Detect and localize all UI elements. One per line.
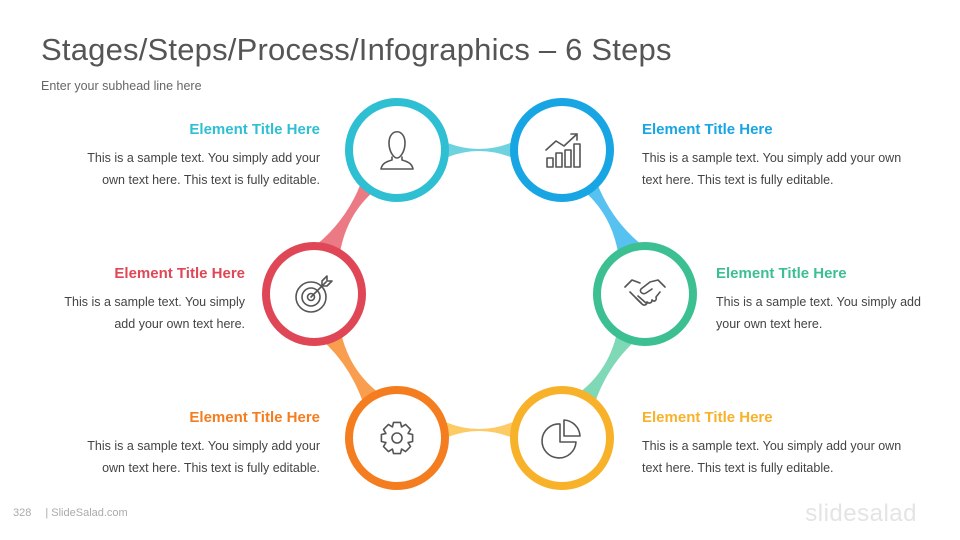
step-2-body: This is a sample text. You simply add yo… (642, 151, 902, 187)
step-5-title: Element Title Here (189, 409, 320, 426)
step-4-node (510, 386, 614, 490)
step-1-body: This is a sample text. You simply add yo… (87, 151, 320, 187)
pie-chart-icon (541, 419, 581, 459)
step-4-ring (510, 386, 614, 490)
slide-subtitle: Enter your subhead line here (41, 79, 202, 93)
step-4-body: This is a sample text. You simply add yo… (642, 439, 902, 475)
step-4-text: Element Title Here This is a sample text… (642, 409, 912, 479)
gear-icon (380, 421, 414, 455)
step-2-text: Element Title Here This is a sample text… (642, 121, 912, 191)
step-3-title: Element Title Here (716, 265, 847, 282)
footer: 328 | SlideSalad.com (13, 507, 128, 519)
footer-site: | SlideSalad.com (45, 507, 128, 519)
step-1-ring (345, 98, 449, 202)
step-3-text: Element Title Here This is a sample text… (716, 265, 931, 335)
step-2-node (510, 98, 614, 202)
step-3-body: This is a sample text. You simply add yo… (716, 295, 921, 331)
step-5-body: This is a sample text. You simply add yo… (87, 439, 320, 475)
bar-chart-growth-icon (545, 133, 581, 168)
step-3-node (593, 242, 697, 346)
page-number: 328 (13, 507, 32, 519)
step-1-node (345, 98, 449, 202)
step-2-title: Element Title Here (642, 121, 773, 138)
connector-4-5 (414, 403, 544, 457)
step-1-title: Element Title Here (189, 121, 320, 138)
step-1-text: Element Title Here This is a sample text… (50, 121, 320, 191)
step-4-title: Element Title Here (642, 409, 773, 426)
user-icon (380, 130, 414, 170)
brand-watermark: slidesalad (805, 500, 917, 527)
slide-title: Stages/Steps/Process/Infographics – 6 St… (41, 32, 672, 67)
step-6-body: This is a sample text. You simply add yo… (64, 295, 245, 331)
step-5-ring (345, 386, 449, 490)
step-6-text: Element Title Here This is a sample text… (30, 265, 245, 335)
step-6-node (262, 242, 366, 346)
target-icon (295, 275, 333, 313)
handshake-icon (624, 279, 666, 306)
step-2-ring (510, 98, 614, 202)
step-6-title: Element Title Here (114, 265, 245, 282)
connector-1-2 (414, 123, 544, 177)
step-5-text: Element Title Here This is a sample text… (50, 409, 320, 479)
step-5-node (345, 386, 449, 490)
